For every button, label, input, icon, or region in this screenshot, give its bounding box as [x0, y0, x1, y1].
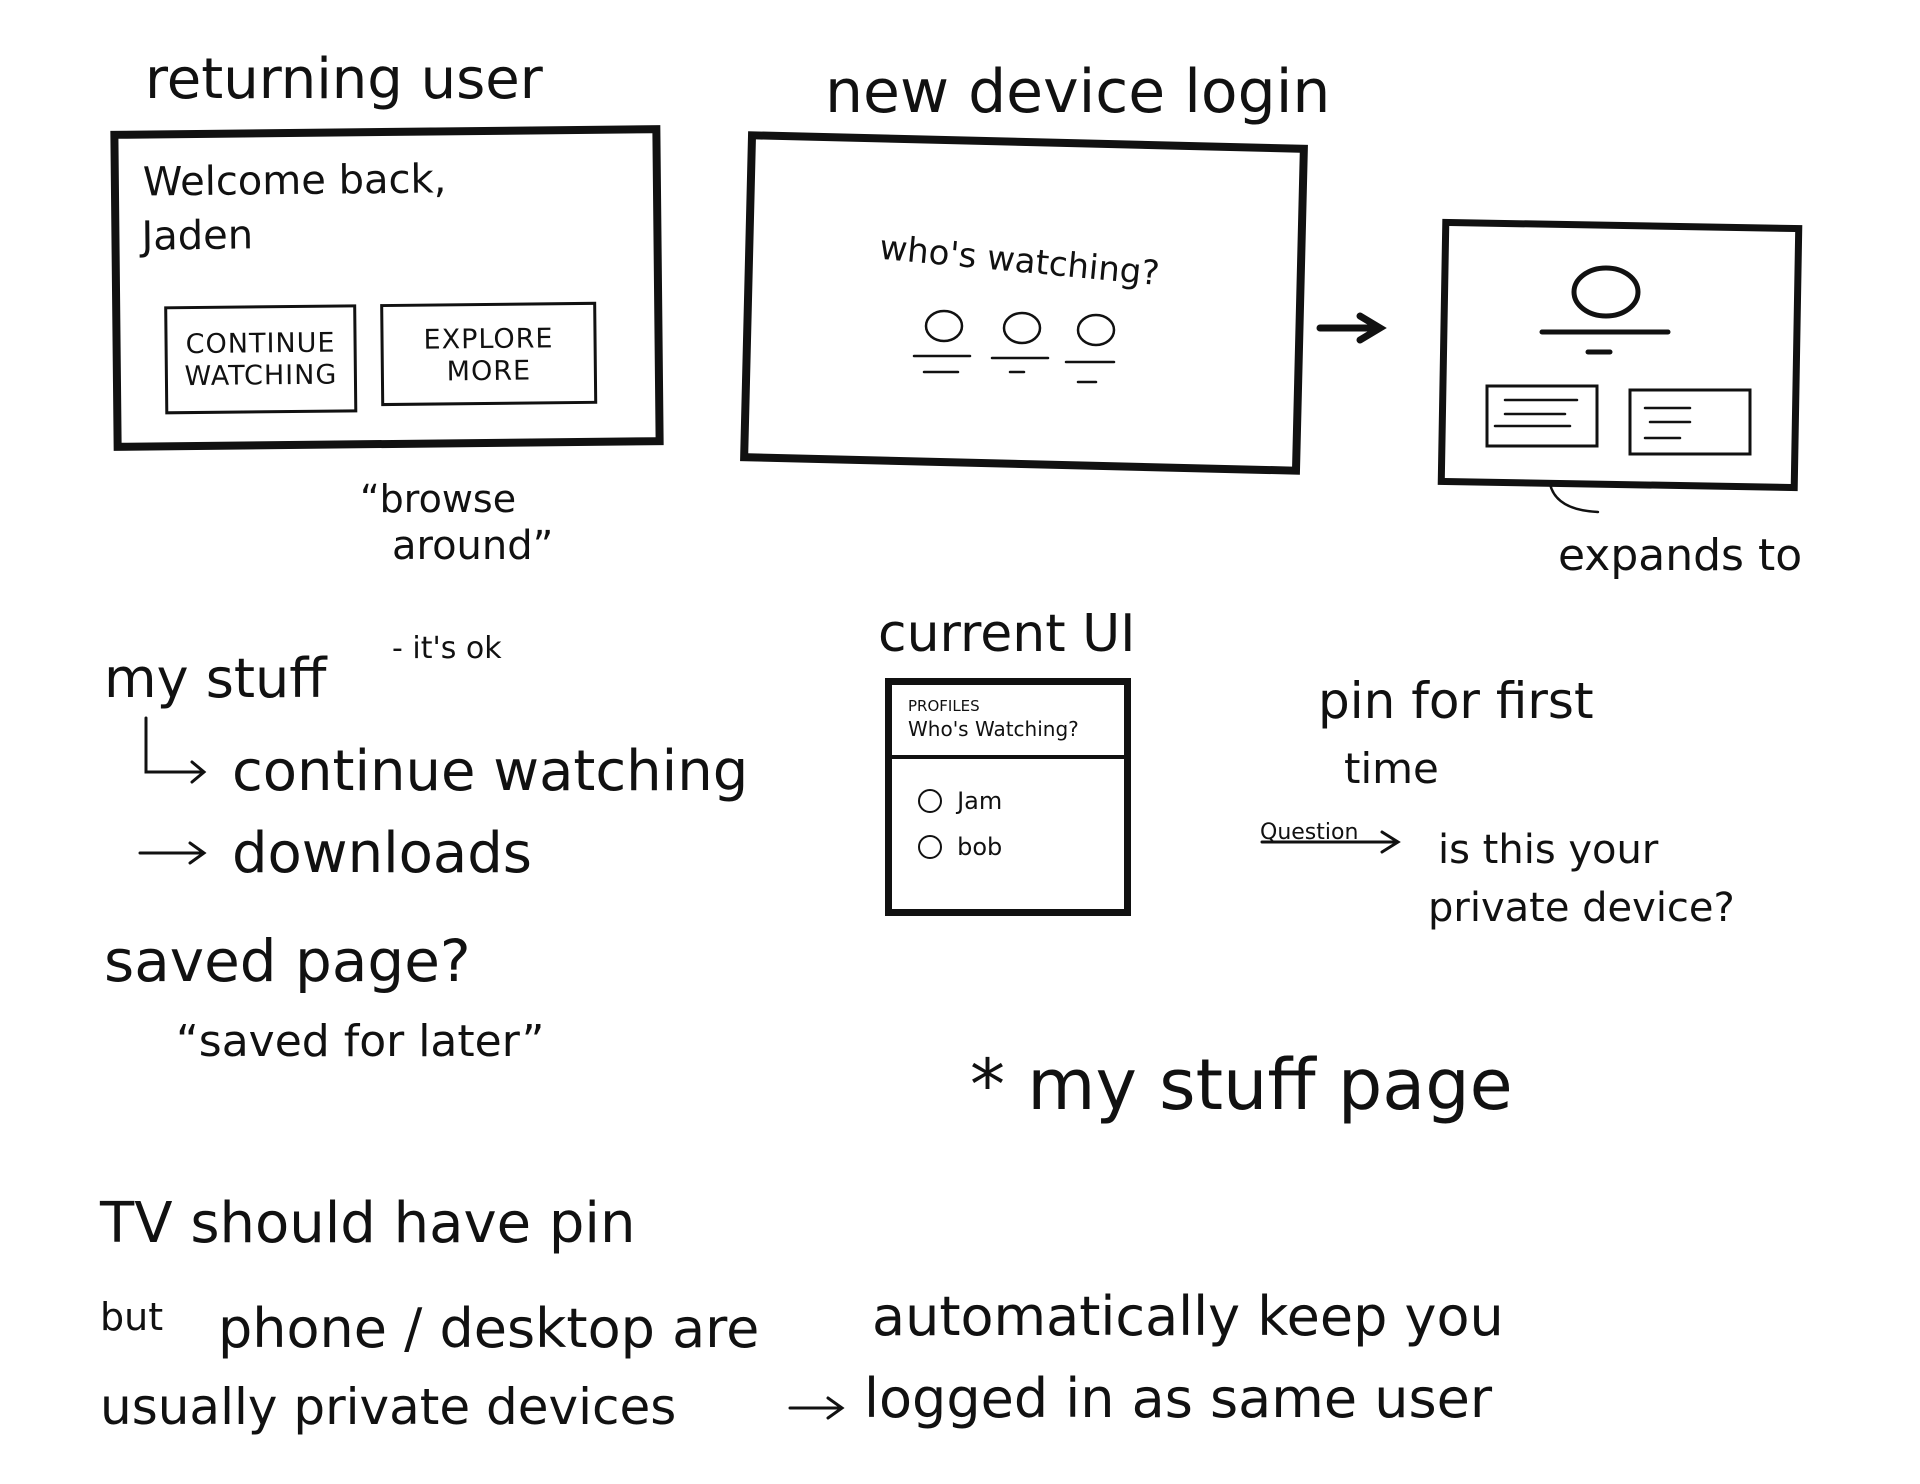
pin-first-time-note-line2: time — [1344, 744, 1439, 793]
tv-pin-note: TV should have pin — [100, 1191, 636, 1256]
profile-row[interactable]: bob — [918, 835, 1002, 859]
browse-around-note-line1: “browse — [360, 477, 517, 521]
expands-to-label: expands to — [1558, 530, 1803, 581]
whos-watching-header: Who's Watching? — [908, 717, 1079, 741]
but-note: but — [100, 1295, 164, 1339]
my-stuff-note: my stuff — [104, 647, 327, 710]
its-ok-note: - it's ok — [392, 631, 502, 666]
private-device-question-line1: is this your — [1438, 827, 1659, 873]
phone-desktop-note: phone / desktop are — [218, 1297, 760, 1360]
expanded-card-left — [1485, 384, 1599, 448]
avatar-icon-1[interactable] — [924, 309, 964, 343]
pin-first-time-note-line1: pin for first — [1318, 672, 1594, 730]
private-device-question-line2: private device? — [1428, 885, 1735, 931]
browse-around-note-line2: around” — [392, 523, 554, 569]
continue-watching-note: continue watching — [232, 739, 749, 804]
avatar-icon-2[interactable] — [1002, 311, 1042, 345]
expanded-card-right — [1628, 388, 1752, 456]
saved-for-later-note: “saved for later” — [176, 1016, 545, 1067]
avatar-icon-3[interactable] — [1076, 313, 1116, 347]
auto-keep-note: automatically keep you — [872, 1285, 1504, 1348]
returning-user-title: returning user — [145, 47, 543, 112]
my-stuff-page-note: * my stuff page — [970, 1044, 1513, 1126]
profile-avatar-icon — [918, 789, 942, 813]
usually-private-note: usually private devices — [100, 1378, 677, 1436]
profiles-header: PROFILES — [908, 697, 980, 715]
question-label: Question — [1260, 820, 1359, 845]
header-divider — [888, 755, 1128, 759]
profile-row[interactable]: Jam — [918, 789, 1002, 813]
arrow-icon — [1316, 312, 1387, 344]
downloads-note: downloads — [232, 821, 532, 886]
saved-page-note: saved page? — [104, 927, 471, 995]
new-device-title: new device login — [825, 57, 1331, 127]
profile-name: Jam — [957, 787, 1003, 815]
current-ui-title: current UI — [878, 604, 1136, 664]
profile-avatar-icon — [918, 835, 942, 859]
current-ui-screen: PROFILES Who's Watching? Jam bob — [885, 678, 1131, 916]
expanded-avatar-icon — [1571, 265, 1641, 319]
profile-name: bob — [957, 833, 1003, 861]
logged-in-note: logged in as same user — [864, 1367, 1493, 1430]
